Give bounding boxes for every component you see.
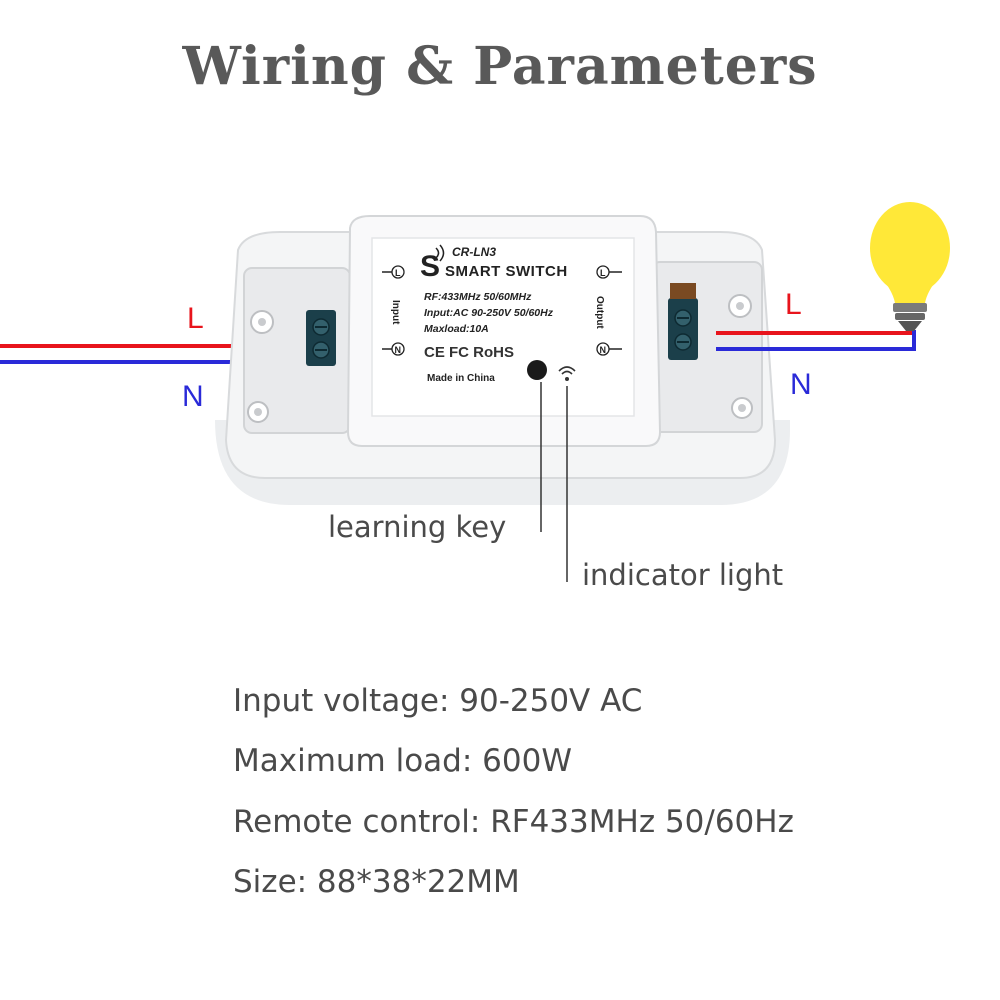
param-input-voltage: Input voltage: 90-250V AC: [233, 683, 643, 719]
indicator-light-callout: indicator light: [582, 558, 784, 592]
right-live-label: L: [785, 288, 802, 321]
left-live-label: L: [187, 302, 204, 335]
wiring-diagram: S CR-LN3 SMART SWITCH L N L N Input Outp…: [0, 202, 950, 582]
input-terminal-block: [306, 310, 336, 366]
output-side-label: Output: [594, 296, 605, 329]
param-maximum-load: Maximum load: 600W: [233, 743, 572, 779]
output-terminal-block: [668, 283, 698, 360]
plate-left-markers: L N: [382, 265, 405, 356]
input-side-label: Input: [390, 300, 401, 325]
right-neutral-label: N: [790, 368, 812, 401]
spec-load: Maxload:10A: [424, 323, 489, 335]
spec-input: Input:AC 90-250V 50/60Hz: [424, 307, 554, 319]
cert-marks: CE FC RoHS: [424, 344, 514, 361]
device-logo-icon: S: [420, 244, 445, 283]
plate-right-markers: L N: [596, 265, 622, 356]
page-title: Wiring & Parameters: [182, 36, 818, 97]
svg-text:N: N: [395, 345, 402, 355]
svg-text:S: S: [420, 250, 440, 283]
learning-key-button[interactable]: [527, 360, 547, 380]
learning-key-callout: learning key: [328, 510, 507, 544]
wifi-indicator-icon: [558, 366, 576, 381]
device-model: CR-LN3: [452, 245, 496, 259]
smart-switch-device: S CR-LN3 SMART SWITCH L N L N Input Outp…: [215, 215, 790, 505]
left-neutral-label: N: [182, 380, 204, 413]
svg-text:L: L: [395, 268, 401, 278]
param-size: Size: 88*38*22MM: [233, 864, 520, 900]
spec-rf: RF:433MHz 50/60MHz: [424, 291, 532, 303]
svg-text:L: L: [600, 268, 606, 278]
param-remote-control: Remote control: RF433MHz 50/60Hz: [233, 804, 794, 840]
svg-text:N: N: [600, 345, 607, 355]
light-bulb-icon: [870, 202, 950, 331]
origin-label: Made in China: [427, 373, 495, 384]
device-name: SMART SWITCH: [445, 263, 568, 280]
